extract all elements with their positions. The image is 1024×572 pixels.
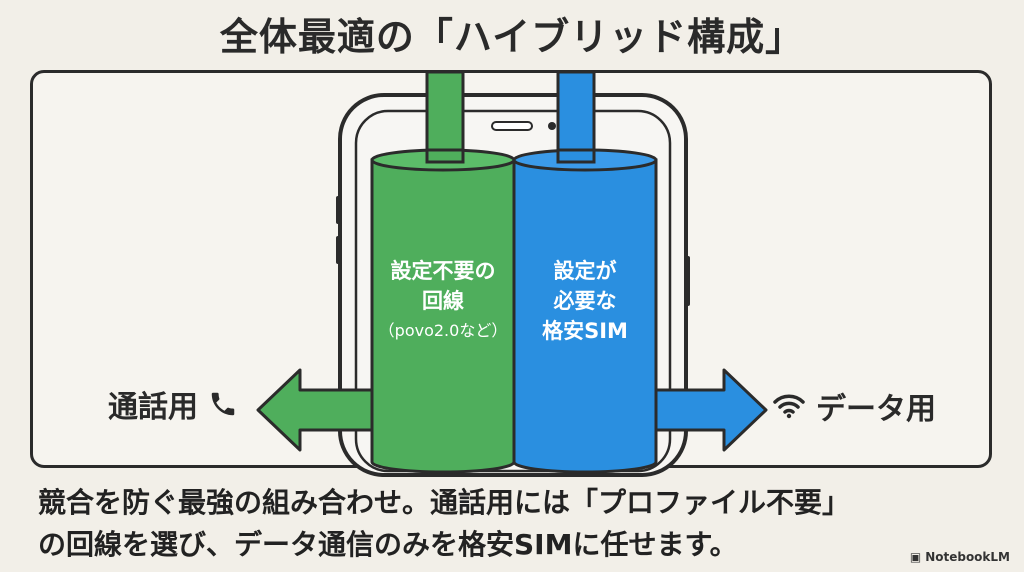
data-label: データ用: [816, 392, 936, 427]
blue-cable: [556, 70, 596, 160]
green-label-line-2: 回線: [422, 289, 464, 313]
blue-label-line-2: 必要な: [553, 289, 617, 313]
caption: 競合を防ぐ最強の組み合わせ。通話用には「プロファイル不要」 の回線を選び、データ…: [38, 482, 998, 566]
diagram-title: 全体最適の「ハイブリッド構成」: [219, 15, 805, 59]
blue-label-line-3: 格安SIM: [542, 319, 628, 343]
brand-watermark: ▣ NotebookLM: [910, 550, 1010, 564]
caption-line-2: の回線を選び、データ通信のみを格安SIMに任せます。: [38, 528, 738, 561]
call-arrow: [256, 368, 382, 452]
data-label-group: データ用: [772, 384, 936, 428]
blue-column-label: 設定が 必要な 格安SIM: [514, 256, 656, 346]
call-label-group: 通話用: [108, 382, 238, 426]
blue-label-line-1: 設定が: [553, 259, 617, 283]
green-column-label: 設定不要の 回線 （povo2.0など）: [372, 256, 514, 346]
green-cable: [425, 70, 465, 160]
green-label-sub: （povo2.0など）: [378, 321, 508, 340]
green-label-line-1: 設定不要の: [390, 259, 496, 283]
call-label: 通話用: [108, 390, 198, 425]
phone-icon: [211, 392, 235, 416]
caption-line-1: 競合を防ぐ最強の組み合わせ。通話用には「プロファイル不要」: [38, 486, 851, 519]
blue-cylinder: [512, 148, 658, 474]
green-cylinder: [370, 148, 516, 474]
brand-name: NotebookLM: [925, 550, 1010, 564]
wifi-icon: [773, 394, 805, 419]
brand-logo-icon: ▣: [909, 550, 922, 564]
